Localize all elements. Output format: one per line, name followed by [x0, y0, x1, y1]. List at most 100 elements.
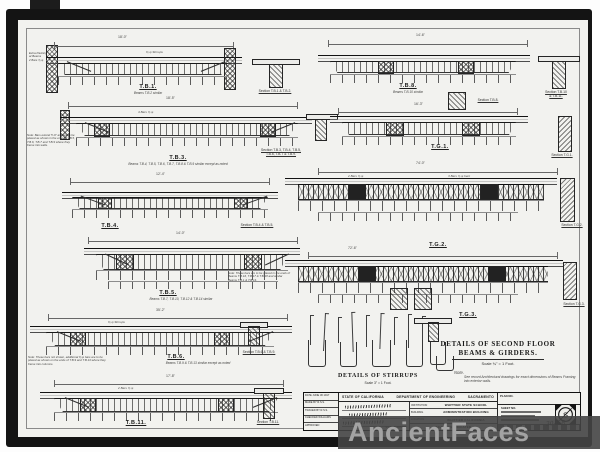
seal-letter: S	[563, 410, 568, 419]
dim-text: 18'-5"	[166, 96, 175, 100]
girder-tg3-small-section	[390, 288, 408, 310]
beam-tb1-dim-line	[54, 42, 234, 49]
margin-note-mid: Note: Bars extend 5'-6" and are to be pl…	[27, 133, 75, 148]
girder-tg1-pier	[462, 122, 480, 136]
signature-line	[342, 409, 406, 411]
credit-row: MADE BY R.S.S.	[304, 401, 338, 409]
section-tg3-label: Section T.G.3.	[563, 302, 585, 306]
beam-tb5-sublabel: Beams T.B.7, T.B.10, T.B.12 & T.B.14 sim…	[149, 297, 213, 301]
beam-tb4-dim-chain	[72, 209, 268, 218]
section-tb345-label: Section T.B.3, T.B.4, T.B.5, T.B.6, T.B.…	[261, 148, 301, 157]
beam-tb3-dim-chain	[76, 137, 298, 146]
stirrup-u-shape	[308, 340, 326, 367]
section-tb11-label: Section T.B.11.	[256, 420, 280, 424]
stirrup-u-shape	[340, 342, 357, 367]
girder-tg2-dim-chain2	[318, 212, 518, 221]
beam-tb6-dim-chain	[46, 346, 274, 355]
dim-text: 14'-6"	[416, 33, 425, 37]
beam-tb3-dim-line	[68, 102, 298, 109]
girder-tg1-pier	[386, 122, 404, 136]
beam-tb11-dim-chain	[54, 412, 278, 421]
margin-note-row5: Note: These bars not shown, additional ⅜…	[28, 355, 106, 366]
dim-text: 16'-3"	[414, 102, 423, 106]
beam-tb4-dim-line	[70, 178, 270, 185]
beam-tb1-pier-right	[224, 48, 236, 90]
beam-tb11-pier	[80, 398, 96, 412]
girder-tg2-block	[480, 184, 498, 200]
beam-tb5-dim-chain2	[108, 281, 278, 289]
section-tb1011-stem	[552, 61, 566, 89]
note-heading: Note.	[454, 370, 465, 375]
beam-tb1-pier-left	[46, 45, 58, 93]
credit-row: APPROVED	[305, 423, 320, 427]
beam-tb3-label: T.B.3.	[169, 155, 187, 161]
stirrup-u-shape	[406, 340, 423, 367]
credit-row: TRACED BY R.S.S.	[304, 408, 338, 416]
sheet-no-label: SHEET NO.	[501, 406, 517, 410]
header-state: STATE OF CALIFORNIA	[342, 395, 384, 399]
beam-tb4-body	[72, 197, 268, 209]
girder-tg3-small-section	[414, 288, 432, 310]
beam-tb8-dim-line	[328, 40, 528, 47]
dim-text: 12'-4"	[156, 172, 165, 176]
girder-tg3-body	[298, 266, 548, 282]
section-tg1-cut	[558, 116, 572, 152]
sheet-title-line2: BEAMS & GIRDERS.	[458, 349, 538, 357]
beam-tb11-pier	[218, 398, 234, 412]
girder-tg3-dim-line	[308, 252, 558, 259]
watermark-text: AncientFaces	[348, 417, 530, 447]
header-city: SACRAMENTO	[467, 395, 494, 399]
beam-tb6-label: T.B.6.	[167, 354, 185, 360]
beam-tb4-label: T.B.4.	[101, 223, 119, 229]
institution-value: WHITTIER STATE SCHOOL	[444, 403, 488, 408]
dim-text: 35'-2"	[156, 308, 165, 312]
dense-text-smudge	[501, 411, 541, 413]
beam-tb8-pier	[378, 61, 394, 74]
beam-tb5-pier	[244, 254, 262, 270]
beam-tb1-slab	[46, 57, 242, 64]
dim-text: 74'-0"	[416, 161, 425, 165]
title-underline	[452, 359, 544, 360]
section-tg2-cut	[560, 178, 575, 222]
margin-note-top: Extra Packing at Beams 2 Bars ⅞ φ	[29, 51, 47, 62]
annotation: 3 Bars ⅞ φ bent	[448, 174, 471, 178]
institution-row: INSTITUTION WHITTIER STATE SCHOOL	[410, 402, 497, 410]
girder-tg1-dim-chain	[342, 136, 516, 145]
beam-tb3-sublabel: Beams T.B.4, T.B.5, T.B.6, T.B.7, T.B.8 …	[128, 162, 228, 166]
section-tb8-label: Section T.B.8.	[477, 98, 499, 102]
beam-tb8-sublabel: Beams T.B.10 similar	[393, 90, 423, 94]
stirrup-bar	[310, 315, 314, 345]
girder-tg1-body	[342, 122, 516, 135]
beam-tb3-body	[76, 123, 298, 136]
beam-tb1-sublabel: Beams T.B.2 similar	[133, 91, 163, 95]
beam-tb8-dim-chain	[330, 74, 516, 83]
stirrups-scale: Scale 3" = 1 Foot.	[364, 381, 392, 385]
beam-tb5-dim-line	[88, 237, 298, 244]
girder-tg1-label: T.G.1.	[431, 144, 449, 150]
credit-row: CHECKED WILLIAMS	[304, 416, 338, 424]
building-label: BUILDING	[411, 410, 424, 414]
drawing-sheet: Extra Packing at Beams 2 Bars ⅞ φ Note: …	[18, 20, 588, 437]
dim-text: 14'-0"	[176, 231, 185, 235]
stirrup-u-shape	[372, 340, 391, 367]
annotation: ⅜ φ Stirrups	[108, 320, 125, 324]
girder-tg2-dim-chain	[298, 200, 544, 211]
girder-tg1-dim-line	[338, 108, 518, 115]
section-tg3-cut	[563, 262, 577, 300]
note-body: See record Architectural drawings for ex…	[464, 375, 576, 384]
sheet-title-line1: DETAILS OF SECOND FLOOR	[440, 340, 556, 348]
beam-tb5-dim-chain	[96, 270, 288, 280]
girder-tg3-dim-chain	[298, 282, 548, 293]
stirrup-bar	[408, 314, 412, 348]
girder-tg2-body	[298, 184, 544, 200]
section-tb12-label: Section T.B.1 & T.B.2.	[258, 89, 292, 93]
section-tb1011-label: Section T.B.10 & T.B.11.	[545, 90, 567, 99]
institution-label: INSTITUTION	[411, 403, 428, 407]
section-tb45-label: Section T.B.4 & T.B.5.	[240, 223, 274, 227]
beam-tb6-pier	[214, 332, 230, 346]
beam-tb5-label: T.B.5.	[159, 290, 177, 296]
section-tb69-label: Section T.B.6 & T.B.9.	[242, 350, 276, 354]
annotation: 2 Bars ⅞ φ	[118, 386, 134, 390]
stirrups-title: DETAILS OF STIRRUPS	[338, 373, 418, 379]
